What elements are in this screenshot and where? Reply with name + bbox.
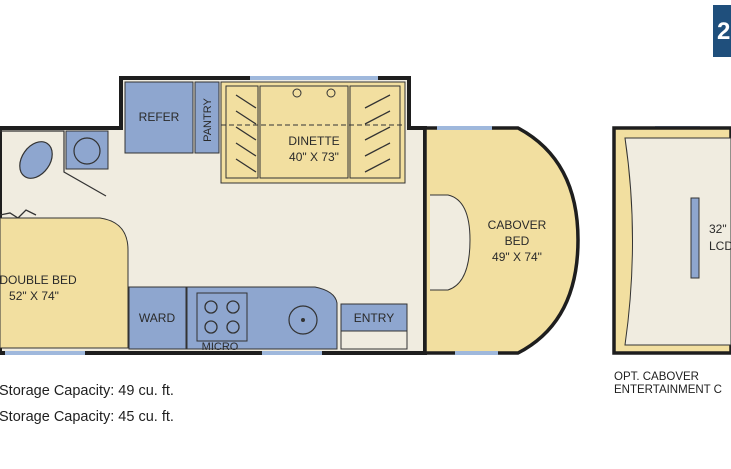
cabover-label-line2: BED — [505, 234, 530, 248]
cabover-label-line1: CABOVER — [488, 218, 547, 232]
lcd-label: LCD — [709, 239, 731, 253]
dinette — [220, 81, 406, 184]
model-badge-text: 2 — [717, 18, 731, 45]
wardrobe — [128, 286, 187, 350]
optional-cabover — [612, 126, 731, 355]
double-bed-size: 52" X 74" — [9, 289, 59, 303]
option-title-line1: OPT. CABOVER — [614, 371, 699, 383]
option-title-line2: ENTERTAINMENT C — [614, 384, 722, 396]
pantry — [194, 81, 220, 154]
toilet — [19, 141, 53, 179]
double-bed — [0, 217, 129, 349]
entry — [340, 303, 408, 332]
pantry-label: PANTRY — [202, 98, 214, 142]
windows — [5, 76, 700, 355]
refrigerator — [124, 81, 194, 154]
storage-capacity-1: Storage Capacity: 49 cu. ft. — [0, 383, 174, 399]
galley — [186, 286, 338, 350]
refer-label: REFER — [139, 110, 180, 124]
ward-label: WARD — [139, 311, 176, 325]
dinette-size: 40" X 73" — [289, 150, 339, 164]
storage-capacity-2: Storage Capacity: 45 cu. ft. — [0, 409, 174, 425]
dinette-label: DINETTE — [288, 134, 339, 148]
micro-label: MICRO — [202, 341, 239, 353]
cabover-size: 49" X 74" — [492, 250, 542, 264]
lcd-size: 32" — [709, 222, 727, 236]
entry-label: ENTRY — [354, 311, 394, 325]
double-bed-label: DOUBLE BED — [0, 273, 77, 287]
cabover-bed — [423, 126, 580, 355]
lcd-tv — [690, 197, 700, 279]
sink-basin — [73, 137, 101, 165]
stovetop — [196, 292, 248, 342]
model-badge: 2 — [713, 5, 731, 57]
